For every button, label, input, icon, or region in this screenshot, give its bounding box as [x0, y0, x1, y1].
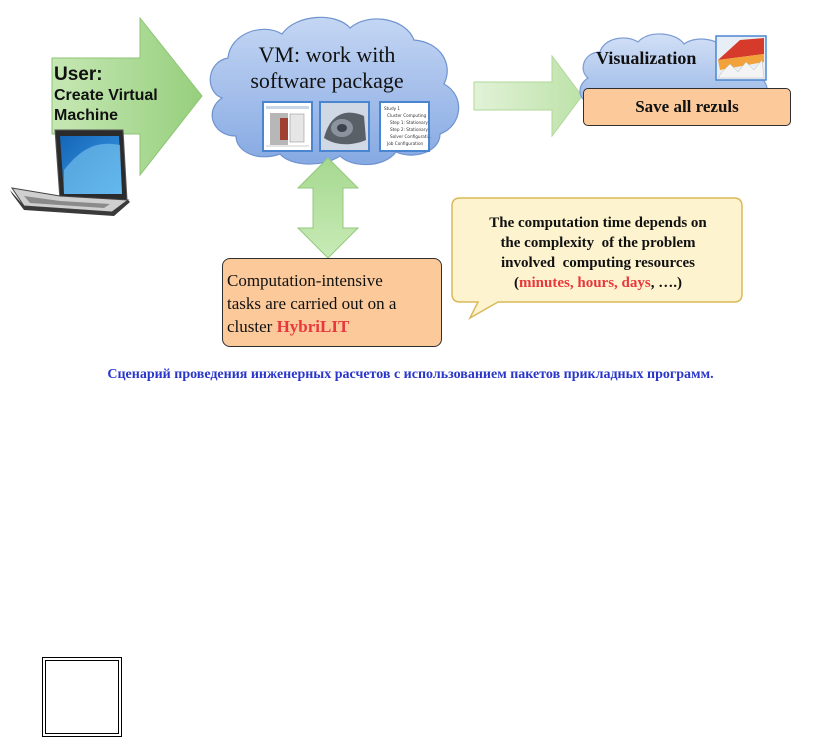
time-units: minutes, hours, days — [519, 275, 651, 291]
tree-item-5: Job Configuration — [386, 141, 424, 146]
figure-caption: Сценарий проведения инженерных расчетов … — [107, 367, 714, 382]
empty-frame-outer — [42, 657, 122, 737]
tree-item-4: Solver Configurati... — [390, 134, 432, 139]
vm-title-line1: VM: work with — [258, 42, 396, 67]
tree-item-3: Step 2: Stationary — [390, 127, 428, 132]
3d-model-thumbnail — [319, 101, 370, 152]
cluster-name: HybriLIT — [276, 317, 350, 336]
vm-title: VM: work with software package — [222, 42, 432, 94]
results-arrow — [473, 54, 583, 138]
computation-box: Computation-intensive tasks are carried … — [222, 258, 442, 347]
callout-bubble — [451, 197, 743, 320]
callout-line4: (minutes, hours, days, ….) — [460, 273, 736, 293]
tree-item-2: Step 1: Stationary — [390, 120, 428, 125]
callout-text: The computation time depends on the comp… — [460, 213, 736, 293]
visualization-thumbnail — [715, 35, 767, 81]
computation-line3-prefix: cluster — [227, 317, 277, 336]
user-label-line1: User: — [54, 64, 103, 85]
laptop-icon — [10, 129, 130, 216]
callout-line2: the complexity of the problem — [500, 235, 696, 251]
user-label-line3: Machine — [54, 107, 119, 124]
empty-frame-inner — [45, 660, 119, 734]
save-results-box: Save all rezuls — [583, 88, 791, 126]
callout-line3: involved computing resources — [500, 255, 696, 271]
tree-item-1: Cluster Computing — [387, 113, 427, 118]
visualization-label: Visualization — [596, 48, 697, 68]
bidirectional-arrow — [296, 157, 360, 259]
tree-item-0: Study 1 — [384, 106, 400, 111]
computation-line2: tasks are carried out on a — [227, 294, 397, 313]
user-label: User: Create Virtual Machine — [54, 64, 194, 126]
callout-line4-close: , ….) — [650, 275, 682, 291]
callout-line4-open: ( — [514, 275, 520, 291]
user-label-line2: Create Virtual — [54, 87, 158, 104]
callout-line1: The computation time depends on — [489, 215, 707, 231]
vm-title-line2: software package — [250, 68, 404, 93]
cad-screenshot-thumbnail — [262, 101, 313, 152]
model-tree-thumbnail: Study 1 Cluster Computing Step 1: Statio… — [379, 101, 432, 152]
computation-line1: Computation-intensive — [227, 271, 383, 290]
computation-line3: cluster HybriLIT — [227, 315, 437, 338]
